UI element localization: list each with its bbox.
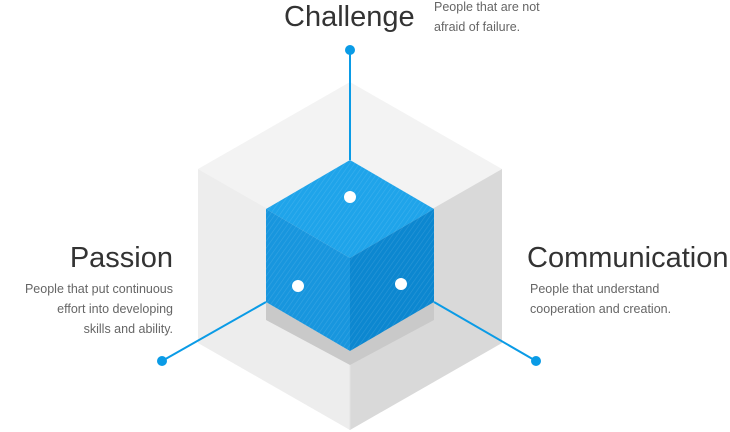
challenge-face-marker	[344, 191, 356, 203]
communication-title: Communication	[527, 244, 728, 273]
communication-face-marker	[395, 278, 407, 290]
challenge-description: People that are not afraid of failure.	[434, 0, 594, 37]
passion-face-marker	[292, 280, 304, 292]
passion-description-line: effort into developing	[0, 299, 173, 319]
communication-description-line: People that understand	[530, 279, 720, 299]
communication-description: People that understand cooperation and c…	[530, 279, 720, 319]
communication-description-line: cooperation and creation.	[530, 299, 720, 319]
challenge-title: Challenge	[284, 3, 415, 32]
passion-description: People that put continuous effort into d…	[0, 279, 173, 339]
communication-end-dot	[531, 356, 541, 366]
challenge-description-line: afraid of failure.	[434, 17, 594, 37]
challenge-description-line: People that are not	[434, 0, 594, 17]
passion-title: Passion	[70, 244, 173, 273]
passion-description-line: People that put continuous	[0, 279, 173, 299]
challenge-end-dot	[345, 45, 355, 55]
passion-description-line: skills and ability.	[0, 319, 173, 339]
passion-end-dot	[157, 356, 167, 366]
